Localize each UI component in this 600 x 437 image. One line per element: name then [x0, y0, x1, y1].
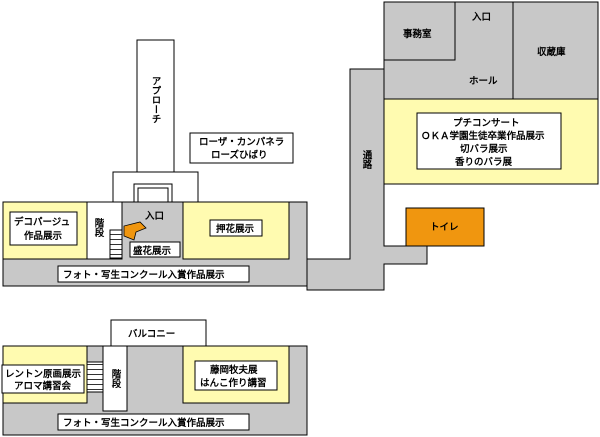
photo-contest-1-box: [57, 265, 250, 283]
concert-label-line3: 切バラ展示: [460, 143, 508, 155]
toilet-label: トイレ: [430, 222, 459, 233]
toilet-room: [405, 207, 485, 247]
rosa-label-line2: ローズひばり: [211, 149, 268, 161]
renton-label-line1: レントン原画展示: [5, 369, 82, 380]
renton-label-line2: アロマ講習会: [14, 380, 72, 392]
photo-contest-2-box: [57, 413, 250, 431]
rosa-label-line1: ローザ・カンパネラ: [199, 136, 284, 148]
fujioka-label-box: [194, 360, 278, 391]
office-room: [383, 1, 456, 61]
approach-walkway: [136, 39, 175, 174]
decoupage-label-line1: デコパージュ: [14, 216, 70, 228]
approach-label: アプローチ: [150, 76, 162, 124]
stairs-steps-1: [109, 229, 123, 259]
fujioka-label-line2: はんこ作り講習: [200, 377, 267, 389]
decoupage-label-box: [9, 211, 78, 246]
hall-label: ホール: [469, 76, 498, 87]
stairs-area-2: [102, 345, 128, 412]
oshibana-area: [182, 201, 290, 260]
entrance-top-label: 入口: [471, 12, 491, 23]
decoupage-label-line2: 作品展示: [24, 230, 63, 242]
stairs-label-2: 階段: [110, 368, 122, 389]
oshibana-label-box: [209, 219, 263, 237]
entrance-porch-step-inner: [137, 187, 169, 203]
entrance-main-label: 入口: [144, 211, 164, 222]
balcony-box: [110, 319, 207, 347]
office-label: 事務室: [403, 28, 432, 40]
passage-label: 通路: [361, 150, 373, 170]
oshibana-label: 押花展示: [216, 223, 255, 235]
morihana-label: 盛花展示: [133, 245, 172, 257]
stairs-label-1: 階段: [93, 217, 105, 238]
concert-label-line2: ＯＫＡ学園生徒卒業作品展示: [421, 130, 545, 142]
storage-label: 収蔵庫: [537, 46, 566, 58]
photo-contest-2-label: フォト・写生コンクール入賞作品展示: [63, 417, 225, 429]
renton-label-box: [1, 364, 85, 394]
photo-contest-1-label: フォト・写生コンクール入賞作品展示: [63, 269, 225, 281]
concert-label-line4: 香りのバラ展: [454, 156, 513, 168]
morihana-label-box: [129, 241, 181, 258]
concert-label-box: [416, 112, 562, 170]
morihana-arch: [123, 221, 147, 241]
stairs-steps-2: [86, 361, 104, 393]
rosa-label-box: [189, 132, 294, 164]
fujioka-label-line1: 藤岡牧夫展: [210, 364, 258, 376]
balcony-label: バルコニー: [128, 328, 175, 340]
concert-label-line1: プチコンサート: [453, 117, 520, 129]
